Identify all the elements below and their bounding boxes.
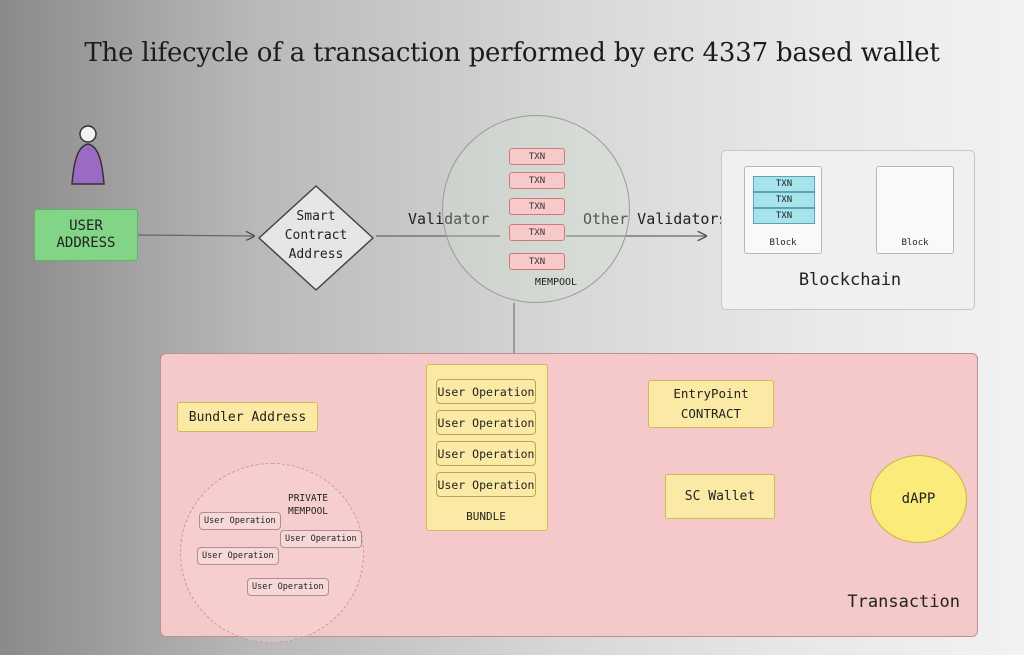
bundler-address-box: Bundler Address [177, 402, 318, 432]
bundle-user-operation: User Operation [436, 441, 536, 466]
private-user-operation: User Operation [197, 547, 279, 565]
entrypoint-contract-label: EntryPoint CONTRACT [673, 386, 749, 421]
bundle-label: BUNDLE [466, 510, 506, 523]
sc-wallet-label: SC Wallet [684, 489, 756, 504]
dapp-circle: dAPP [870, 455, 967, 543]
blockchain-label: Blockchain [798, 270, 902, 290]
block-txn: TXN [753, 176, 815, 192]
person-icon [71, 125, 105, 185]
mempool-txn: TXN [509, 198, 565, 215]
transaction-label: Transaction [847, 592, 960, 612]
smart-contract-label-wrap: Smart Contract Address [256, 195, 376, 275]
bundle-user-operation: User Operation [436, 472, 536, 497]
private-user-operation: User Operation [199, 512, 281, 530]
private-user-operation: User Operation [247, 578, 329, 596]
block-2-label: Block [901, 238, 929, 248]
mempool-txn: TXN [509, 224, 565, 241]
entrypoint-contract-box: EntryPoint CONTRACT [648, 380, 774, 428]
smart-contract-label: Smart Contract Address [284, 208, 348, 262]
bundle-user-operation: User Operation [436, 410, 536, 435]
user-address-box: USER ADDRESS [34, 209, 138, 261]
mempool-txn: TXN [509, 172, 565, 189]
arrow-user-to-contract [137, 235, 254, 236]
user-address-label: USER ADDRESS [56, 218, 116, 251]
mempool-txn: TXN [509, 148, 565, 165]
private-mempool-label: PRIVATE MEMPOOL [287, 493, 329, 517]
sc-wallet-box: SC Wallet [665, 474, 775, 519]
page-title: The lifecycle of a transaction performed… [84, 38, 940, 68]
bundler-address-label: Bundler Address [188, 409, 307, 425]
dapp-label: dAPP [901, 491, 936, 507]
bundle-user-operation: User Operation [436, 379, 536, 404]
block-1-label: Block [769, 238, 797, 248]
block-txn: TXN [753, 208, 815, 224]
smart-contract-diamond [258, 185, 374, 291]
block-txn: TXN [753, 192, 815, 208]
private-user-operation: User Operation [280, 530, 362, 548]
mempool-txn: TXN [509, 253, 565, 270]
block-2 [876, 166, 954, 254]
mempool-label: MEMPOOL [534, 277, 578, 288]
